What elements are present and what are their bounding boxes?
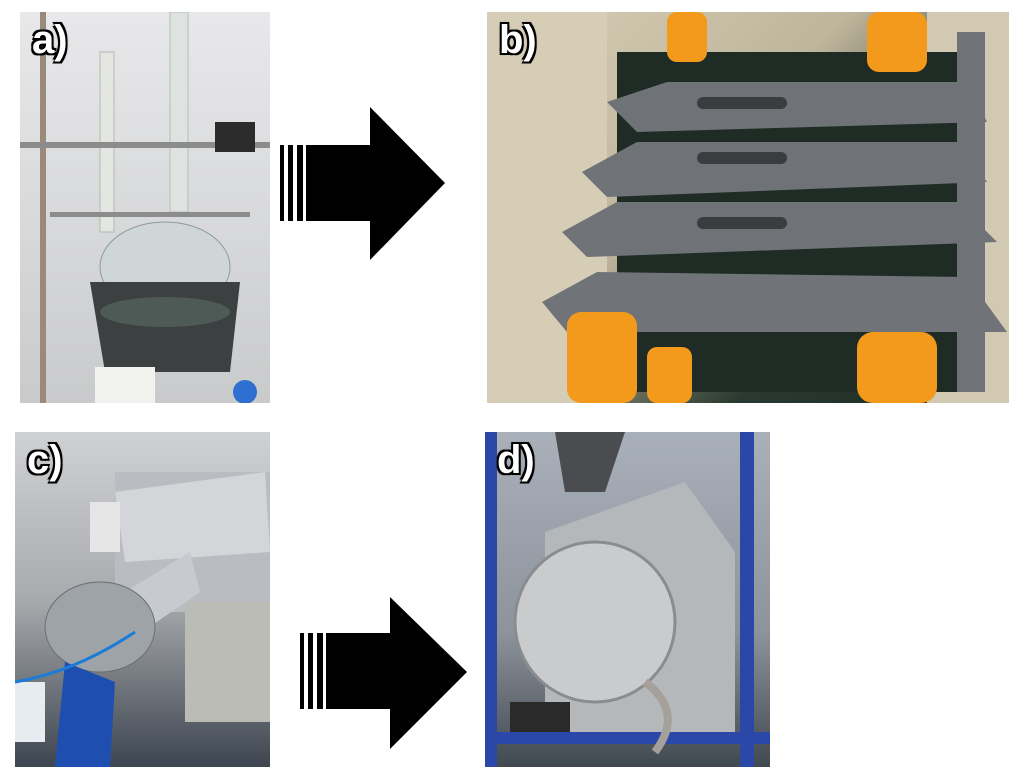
panel-label-a: a) — [32, 18, 68, 62]
glass-reactor-photo — [20, 12, 270, 403]
plate-rack-photo — [487, 12, 1009, 403]
panel-label-c: c) — [27, 438, 63, 482]
lab-tube-reactor-photo — [15, 472, 270, 767]
right-arrow-icon — [280, 107, 445, 260]
steel-vessel-photo — [485, 432, 770, 767]
photo-panel-c: c) — [15, 432, 270, 767]
photo-panel-d: d) — [485, 432, 770, 767]
photo-panel-b: b) — [487, 12, 1009, 403]
photo-panel-a: a) — [20, 12, 270, 403]
panel-label-d: d) — [497, 438, 535, 482]
panel-label-b: b) — [499, 18, 537, 62]
right-arrow-icon — [300, 597, 467, 749]
